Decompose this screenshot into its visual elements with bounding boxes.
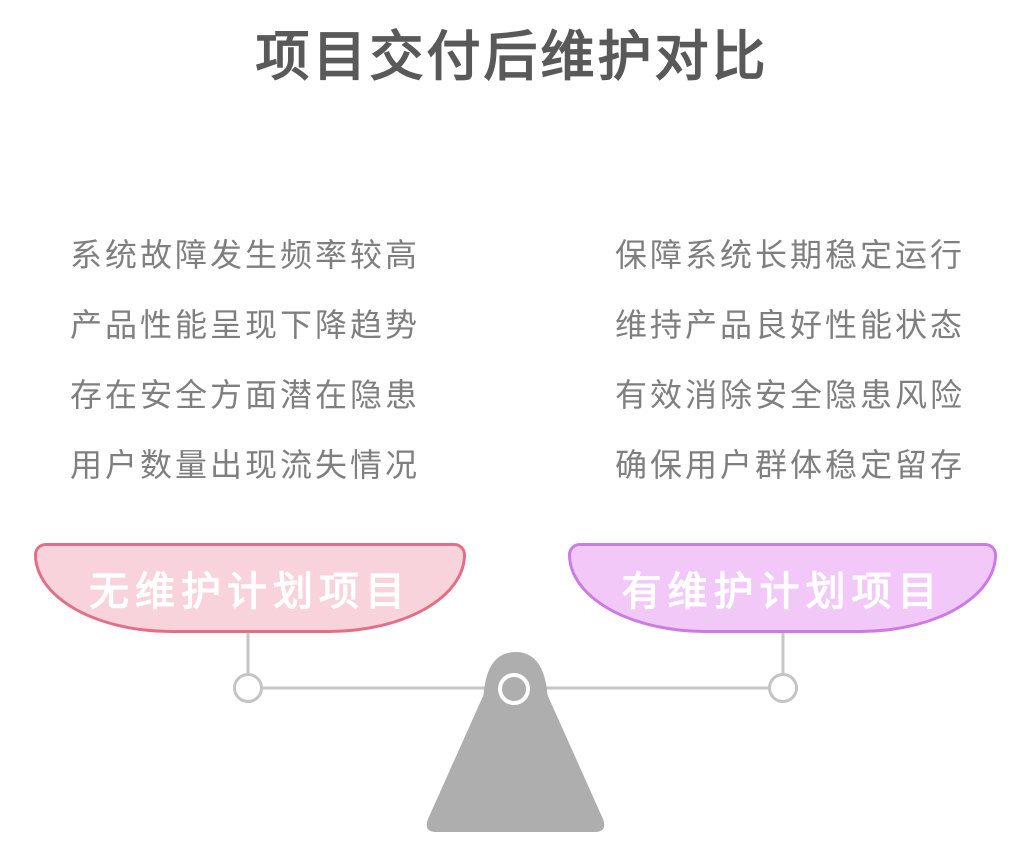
page-title: 项目交付后维护对比 — [255, 27, 769, 87]
right-hanger-circle — [768, 673, 798, 703]
left-scale-pan: 无维护计划项目 — [34, 543, 466, 633]
right-item-list: 保障系统长期稳定运行 维持产品良好性能状态 有效消除安全隐患风险 确保用户群体稳… — [615, 218, 965, 498]
pivot-ring-icon — [498, 673, 530, 705]
list-item: 存在安全方面潜在隐患 — [70, 377, 421, 413]
left-item-list: 系统故障发生频率较高 产品性能呈现下降趋势 存在安全方面潜在隐患 用户数量出现流… — [70, 218, 420, 498]
list-item: 产品性能呈现下降趋势 — [70, 307, 421, 343]
list-item: 有效消除安全隐患风险 — [615, 377, 966, 413]
list-item: 系统故障发生频率较高 — [70, 237, 421, 273]
list-item: 确保用户群体稳定留存 — [615, 447, 966, 483]
list-item: 维持产品良好性能状态 — [615, 307, 966, 343]
left-pan-label: 无维护计划项目 — [89, 570, 411, 614]
right-scale-pan: 有维护计划项目 — [568, 543, 997, 633]
list-item: 保障系统长期稳定运行 — [615, 237, 966, 273]
list-item: 用户数量出现流失情况 — [70, 447, 421, 483]
right-pan-label: 有维护计划项目 — [621, 570, 944, 614]
fulcrum-triangle — [426, 652, 605, 832]
left-hanger-circle — [233, 673, 263, 703]
